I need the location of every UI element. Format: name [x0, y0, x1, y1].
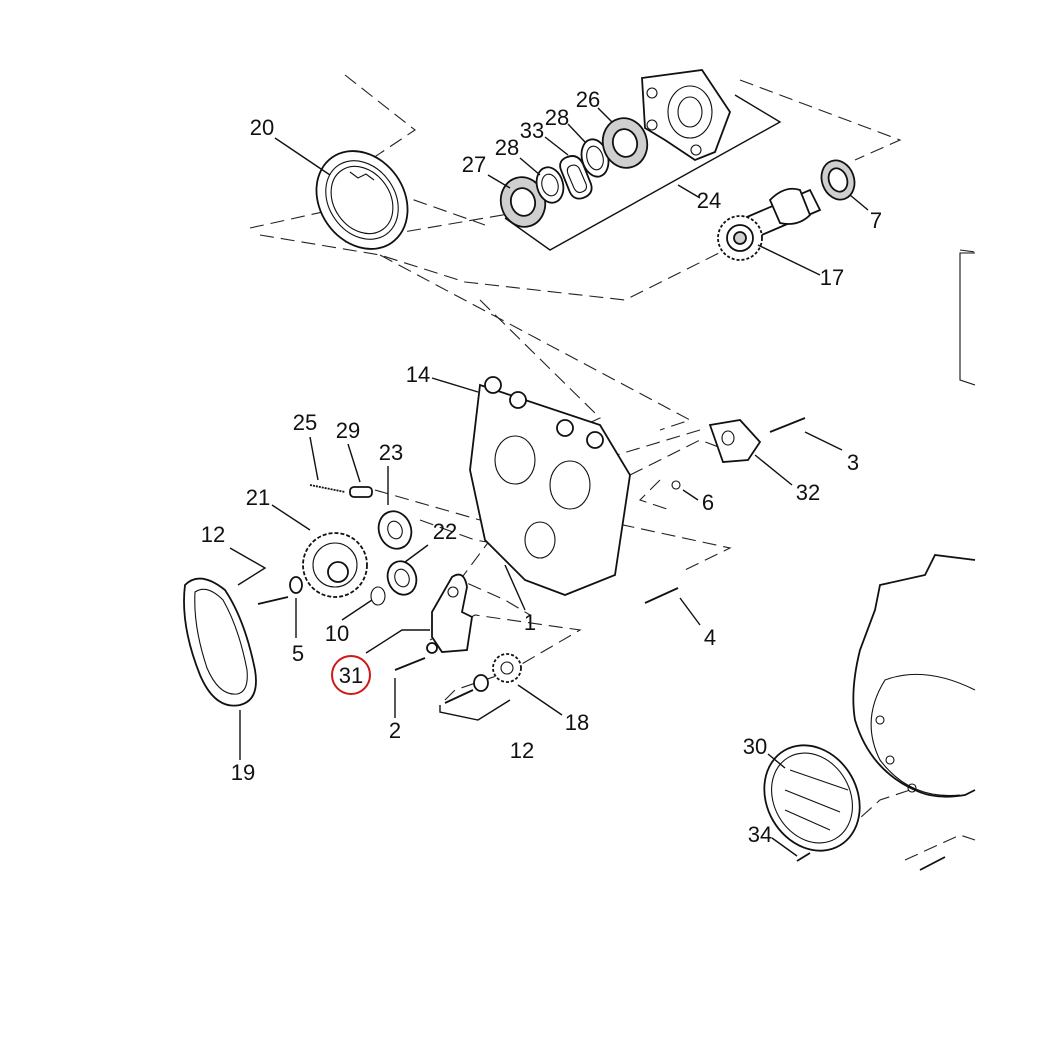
camshaft-icon — [717, 187, 822, 261]
callout-19: 19 — [231, 760, 255, 785]
bushing-28a-icon — [535, 166, 565, 204]
callout-labels: 20 27 28 33 28 26 24 7 17 14 25 29 23 21… — [201, 87, 882, 847]
callout-29: 29 — [336, 418, 360, 443]
callout-34: 34 — [748, 822, 772, 847]
timing-belt-left-icon — [183, 577, 257, 707]
callout-26: 26 — [576, 87, 600, 112]
screw-2-icon — [394, 657, 426, 671]
crank-sprocket-icon — [492, 653, 522, 683]
callout-31: 31 — [339, 663, 363, 688]
dowel-icon — [671, 480, 681, 490]
callout-24: 24 — [697, 188, 721, 213]
washer-bottom-icon — [473, 674, 489, 692]
snap-ring-icon — [370, 586, 386, 606]
derby-cover-icon — [763, 744, 861, 852]
callout-17: 17 — [820, 265, 844, 290]
screw-right-icon — [919, 856, 946, 871]
callout-5: 5 — [292, 641, 304, 666]
bolt-4-icon — [644, 587, 679, 604]
callout-18: 18 — [565, 710, 589, 735]
bearing-26-icon — [601, 117, 649, 169]
leader-lines — [229, 107, 869, 857]
screw-3-icon — [769, 417, 806, 433]
right-edge-frame — [959, 252, 976, 386]
tensioner-shoe-icon — [708, 419, 762, 463]
washer-22-icon — [386, 560, 418, 596]
callout-21: 21 — [246, 485, 270, 510]
callout-6: 6 — [702, 490, 714, 515]
callout-14: 14 — [406, 362, 430, 387]
callout-27: 27 — [462, 152, 486, 177]
callout-7: 7 — [870, 208, 882, 233]
screw-34-icon — [796, 852, 811, 862]
callout-12a: 12 — [201, 522, 225, 547]
callout-22: 22 — [433, 519, 457, 544]
cam-bearing-stack — [499, 94, 782, 251]
washer-5-icon — [289, 576, 303, 594]
callout-1: 1 — [524, 610, 536, 635]
callout-25: 25 — [293, 410, 317, 435]
callout-12b: 12 — [510, 738, 534, 763]
sprocket-21-icon — [302, 532, 368, 598]
primary-cover-icon — [852, 554, 976, 798]
callout-10: 10 — [325, 621, 349, 646]
bolt-bottom-icon — [444, 689, 474, 704]
callout-23: 23 — [379, 440, 403, 465]
tensioner-bracket-icon — [426, 573, 473, 654]
highlight-circle — [331, 655, 371, 695]
washer-23-icon — [377, 510, 413, 550]
callout-28b: 28 — [545, 105, 569, 130]
callout-3: 3 — [847, 450, 859, 475]
callout-28a: 28 — [495, 135, 519, 160]
cam-support-plate-icon — [641, 69, 732, 162]
spring-icon — [309, 484, 346, 493]
timing-belt-top-icon — [315, 150, 409, 250]
pin-icon — [349, 486, 373, 498]
callout-32: 32 — [796, 480, 820, 505]
callout-2: 2 — [389, 718, 401, 743]
callout-33: 33 — [520, 118, 544, 143]
cam-plate-body-icon — [469, 376, 631, 596]
callout-30: 30 — [743, 734, 767, 759]
callout-4: 4 — [704, 625, 716, 650]
needle-bearing-icon — [820, 159, 856, 201]
callout-20: 20 — [250, 115, 274, 140]
bolt-left-icon — [257, 596, 289, 605]
